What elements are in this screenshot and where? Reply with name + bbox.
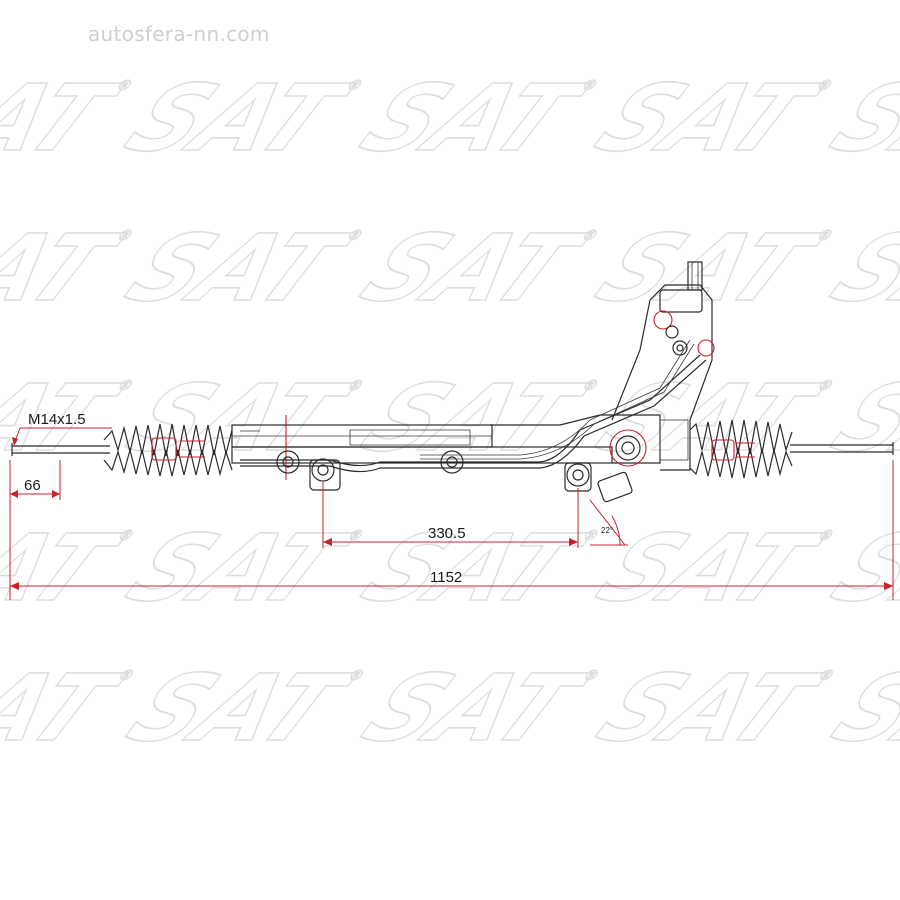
left-tie-rod xyxy=(11,443,110,456)
angle-dimension: 22° xyxy=(589,499,628,546)
brand-watermark-text: SAT xyxy=(578,66,838,172)
dimension-annotations: M14x1.5 66 330.5 22° xyxy=(9,411,894,600)
thread-callout: M14x1.5 xyxy=(12,411,112,446)
brand-watermark-text: SAT xyxy=(579,656,839,762)
angle-label: 22° xyxy=(601,526,613,535)
brand-watermark-text: SAT xyxy=(343,216,603,322)
hydraulic-lines xyxy=(240,339,707,473)
end-length-dimension: 66 xyxy=(9,460,61,600)
brand-watermark-text: SAT xyxy=(343,66,603,172)
left-boot xyxy=(103,423,233,477)
mount-spacing-dimension: 330.5 xyxy=(322,482,579,548)
right-tie-rod xyxy=(790,442,894,455)
brand-watermark-text: SAT xyxy=(108,366,368,472)
brand-watermark-text: SAT xyxy=(344,656,604,762)
total-length-label: 1152 xyxy=(430,569,462,586)
total-length-dimension: 1152 xyxy=(10,460,894,600)
brand-watermark-text: SAT xyxy=(344,516,604,622)
valve-body xyxy=(597,261,715,503)
brand-watermark-text: SAT xyxy=(109,656,369,762)
thread-label: M14x1.5 xyxy=(28,411,86,428)
brand-watermark-text: SAT xyxy=(108,216,368,322)
right-boot xyxy=(689,419,793,479)
mount-spacing-label: 330.5 xyxy=(428,525,466,542)
brand-watermark-text: SAT xyxy=(343,366,603,472)
brand-watermark-text: SAT xyxy=(108,66,368,172)
steering-rack xyxy=(11,261,894,503)
brand-watermark-text: SAT xyxy=(109,516,369,622)
brand-watermark-text: SAT xyxy=(578,216,838,322)
brand-watermark-text: SAT xyxy=(578,366,838,472)
brand-watermark-grid: SAT®SAT®SAT®SAT®SAT®SAT®SAT®SAT®SAT®SAT®… xyxy=(0,65,900,763)
site-watermark: autosfera-nn.com xyxy=(88,22,270,46)
rack-housing xyxy=(231,414,661,480)
end-length-label: 66 xyxy=(24,477,41,494)
brand-watermark-text: SAT xyxy=(579,516,839,622)
